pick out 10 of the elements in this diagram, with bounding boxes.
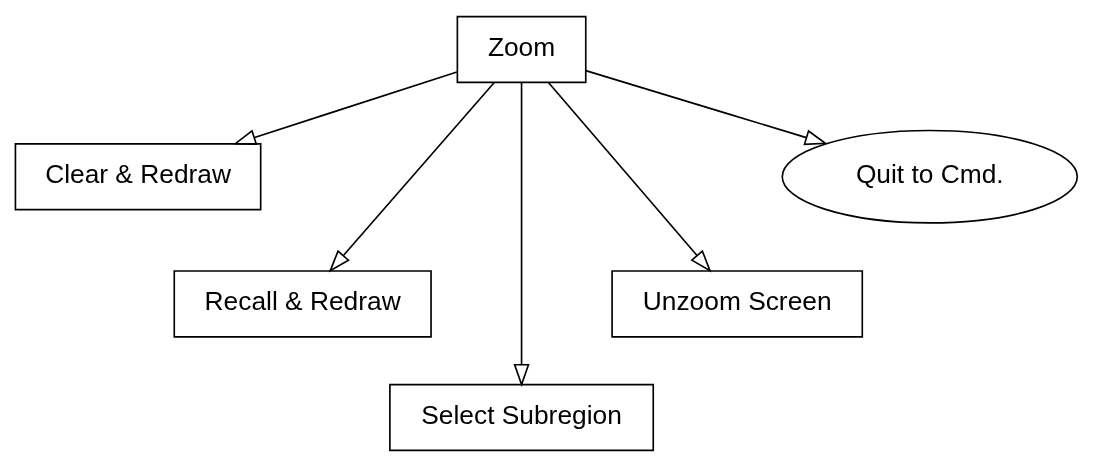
node-box: Clear & Redraw <box>14 142 262 210</box>
arrow <box>584 69 828 145</box>
node-box: Zoom <box>456 15 587 83</box>
node-box: Unzoom Screen <box>611 269 864 338</box>
arrow <box>513 81 530 387</box>
arrow <box>233 70 458 145</box>
node-box: Select Subregion <box>389 383 655 451</box>
arrow <box>328 81 496 272</box>
arrow <box>547 81 712 272</box>
node-box: Recall & Redraw <box>173 269 432 338</box>
